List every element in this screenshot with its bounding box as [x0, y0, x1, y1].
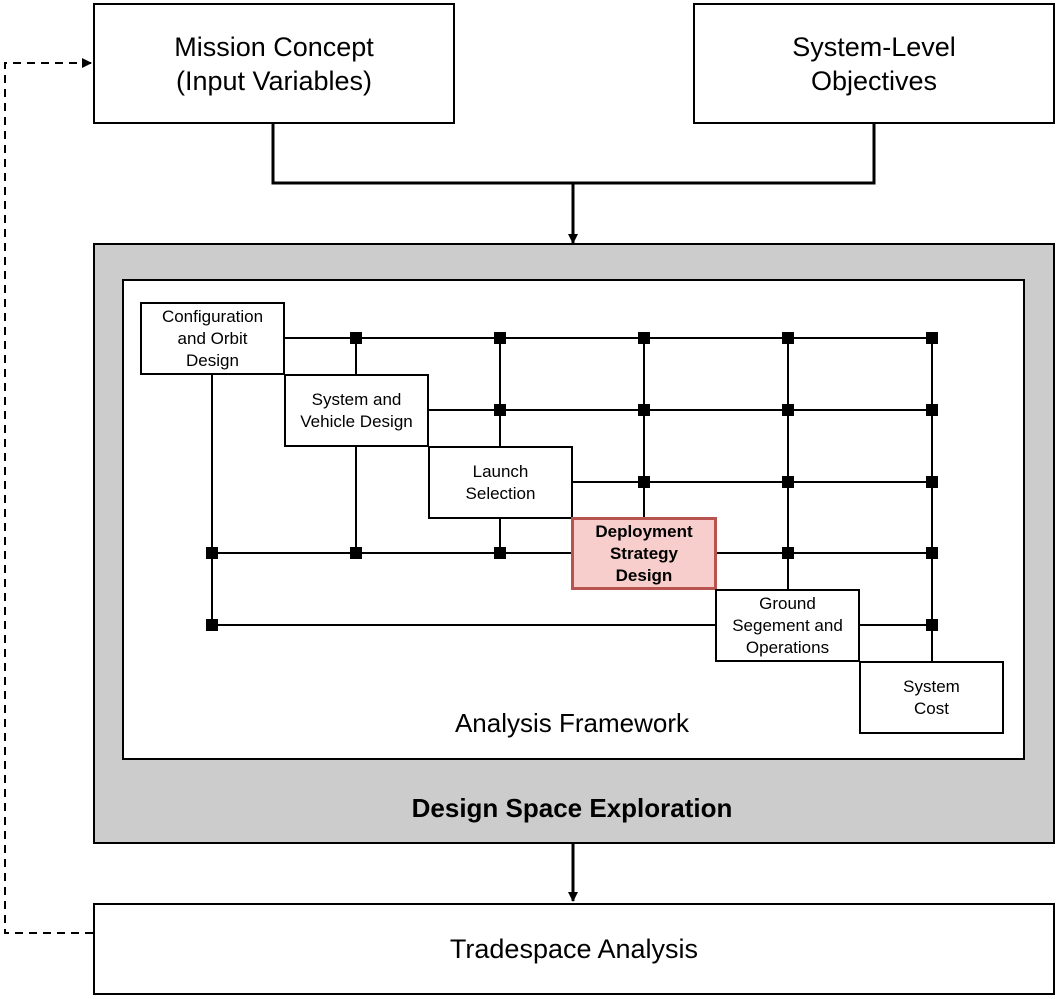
module-label: Ground Segement and Operations — [732, 593, 843, 657]
mission-concept-label: Mission Concept (Input Variables) — [174, 31, 374, 96]
dsm-connection-dot — [494, 404, 506, 416]
system-level-objectives-label: System-Level Objectives — [792, 31, 956, 96]
dsm-connection-dot — [638, 476, 650, 488]
module-label: Launch Selection — [465, 461, 536, 503]
mission-concept-box: Mission Concept (Input Variables) — [93, 3, 455, 124]
dsm-connection-dot — [206, 547, 218, 559]
dsm-connection-dot — [782, 332, 794, 344]
dsm-connection-dot — [638, 404, 650, 416]
module-label: System and Vehicle Design — [300, 389, 413, 431]
dsm-connection-dot — [638, 332, 650, 344]
objectives-merge-connector — [271, 124, 876, 185]
dsm-connection-dot — [494, 332, 506, 344]
tradespace-analysis-label: Tradespace Analysis — [449, 934, 699, 964]
dsm-connection-dot — [926, 547, 938, 559]
dsm-connection-dot — [782, 404, 794, 416]
module-system-cost: System Cost — [859, 661, 1004, 734]
dsm-connection-dot — [494, 547, 506, 559]
module-label: Deployment Strategy Design — [595, 521, 693, 585]
feedback-loop-dashed-arrow — [4, 58, 93, 934]
dsm-connection-dot — [926, 619, 938, 631]
dsm-connection-dot — [926, 404, 938, 416]
design-space-exploration-title: Design Space Exploration — [411, 793, 733, 823]
dsm-connection-dot — [926, 332, 938, 344]
module-label: System Cost — [903, 676, 960, 718]
module-deployment-strategy-design: Deployment Strategy Design — [571, 517, 717, 590]
dsm-connection-dot — [782, 547, 794, 559]
module-system-vehicle-design: System and Vehicle Design — [284, 374, 429, 447]
analysis-framework-label: Analysis Framework — [454, 708, 690, 738]
module-launch-selection: Launch Selection — [428, 446, 573, 519]
dsm-connection-dot — [926, 476, 938, 488]
dsm-connection-dot — [206, 619, 218, 631]
module-configuration-orbit-design: Configuration and Orbit Design — [140, 302, 285, 375]
module-ground-segment-operations: Ground Segement and Operations — [715, 589, 860, 662]
module-label: Configuration and Orbit Design — [161, 306, 264, 370]
dsm-connection-dot — [350, 547, 362, 559]
dsm-connection-dot — [782, 476, 794, 488]
dsm-connection-dot — [350, 332, 362, 344]
system-level-objectives-box: System-Level Objectives — [693, 3, 1055, 124]
tradespace-analysis-box: Tradespace Analysis — [93, 903, 1055, 995]
